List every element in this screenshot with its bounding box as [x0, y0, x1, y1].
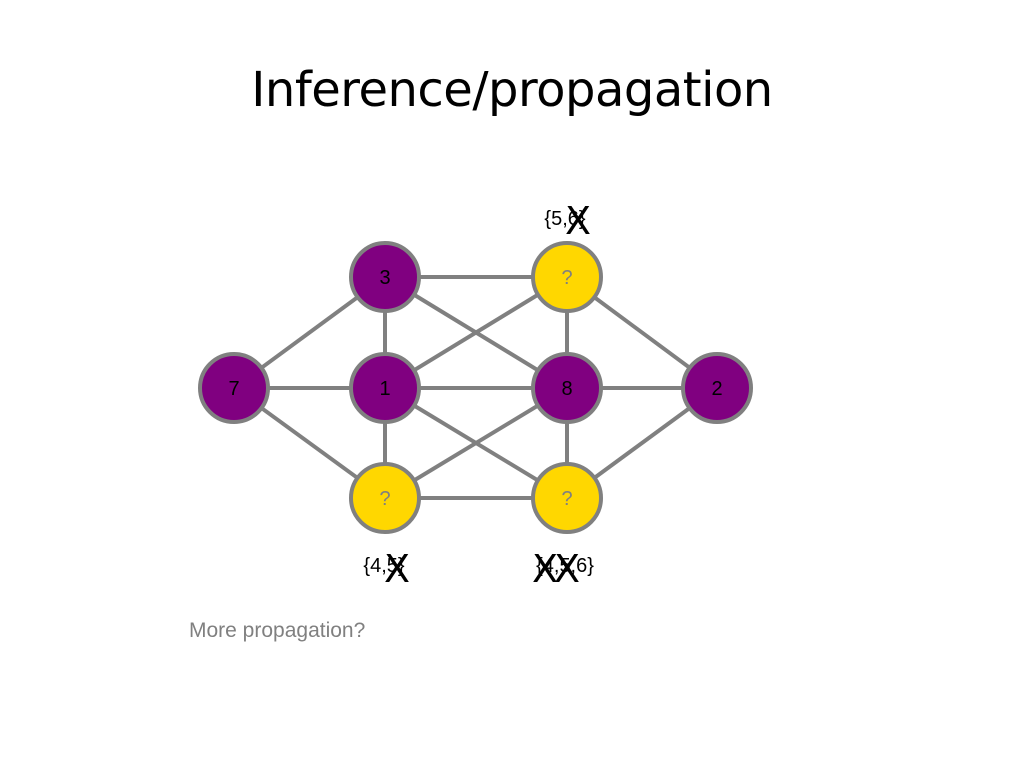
caption-more-propagation: More propagation?: [189, 619, 366, 642]
node-circle-mid-right: [531, 352, 603, 424]
node-label-mid-left: 1: [379, 378, 390, 400]
edges-layer: [232, 275, 719, 500]
node-circle-left: [198, 352, 270, 424]
node-circle-top-right: [531, 241, 603, 313]
slide-title: Inference/propagation: [251, 62, 773, 118]
node-label-bottom-right: ?: [561, 488, 572, 510]
cross-mark-top-right-6: X: [565, 199, 591, 243]
node-label-bottom-left: ?: [379, 488, 390, 510]
node-circle-right: [681, 352, 753, 424]
node-label-right: 2: [711, 378, 722, 400]
nodes-layer: 7 3 1?? 8? 2: [198, 241, 753, 534]
node-label-top-right: ?: [561, 267, 572, 289]
node-left: 7: [198, 352, 270, 424]
node-top-left: 3: [349, 241, 421, 313]
node-mid-right: 8: [531, 352, 603, 424]
node-right: 2: [681, 352, 753, 424]
cross-mark-bottom-right-4: X: [532, 547, 558, 591]
domain-label-bottom-left: {4,5}: [363, 555, 404, 577]
node-circle-bottom-left: [349, 462, 421, 534]
node-top-right: ?: [531, 241, 603, 313]
domain-label-top-right: {5,6}: [544, 208, 585, 230]
domain-label-bottom-right: {4,5,6}: [536, 555, 594, 577]
node-label-left: 7: [228, 378, 239, 400]
cross-mark-bottom-right-5: X: [554, 547, 580, 591]
node-circle-top-left: [349, 241, 421, 313]
domains-layer: {5,6} {4,5} {4,5,6}: [363, 208, 594, 577]
cross-mark-bottom-left-5: X: [384, 547, 410, 591]
crosses-layer: X X X X: [384, 199, 591, 591]
node-circle-mid-left: [349, 352, 421, 424]
node-mid-left: 1: [349, 352, 421, 424]
node-bottom-right: ?: [531, 462, 603, 534]
node-bottom-left: ?: [349, 462, 421, 534]
node-circle-bottom-right: [531, 462, 603, 534]
node-label-mid-right: 8: [561, 378, 572, 400]
node-label-top-left: 3: [379, 267, 390, 289]
